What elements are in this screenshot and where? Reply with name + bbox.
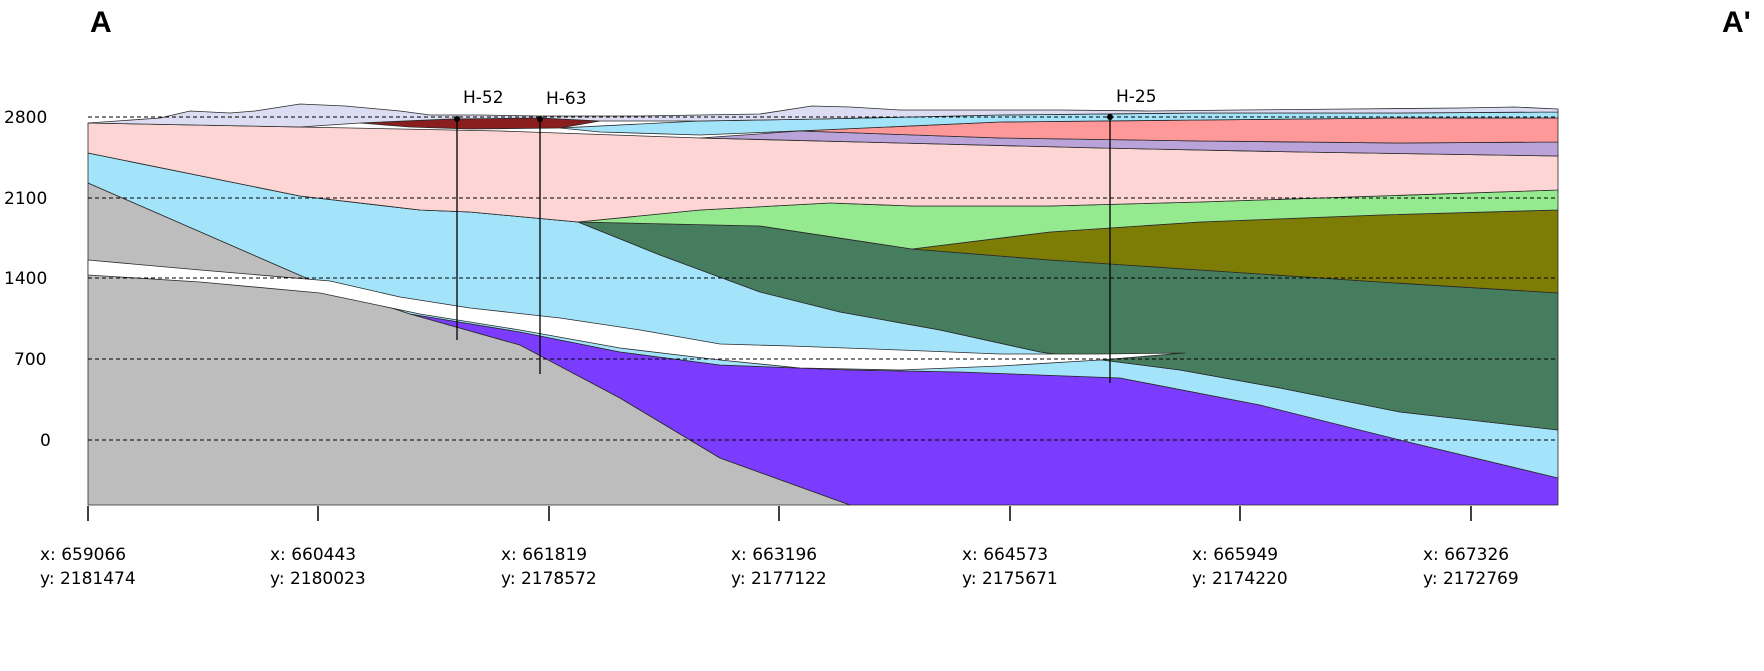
coord-y-7: y: 2172769: [1423, 569, 1519, 589]
elevation-label-0: 0: [40, 431, 51, 451]
coord-y-5: y: 2175671: [962, 569, 1058, 589]
coord-x-1: x: 659066: [40, 545, 126, 565]
coord-x-2: x: 660443: [270, 545, 356, 565]
coord-x-5: x: 664573: [962, 545, 1048, 565]
coordinate-labels: x: 659066 y: 2181474 x: 660443 y: 218002…: [40, 545, 1519, 589]
elevation-label-700: 700: [14, 350, 46, 370]
elevation-label-1400: 1400: [4, 269, 47, 289]
coord-y-2: y: 2180023: [270, 569, 366, 589]
elevation-label-2100: 2100: [4, 189, 47, 209]
coord-y-3: y: 2178572: [501, 569, 597, 589]
elevation-gridlines: [88, 116, 1558, 441]
coord-y-4: y: 2177122: [731, 569, 827, 589]
well-marker-h25: [1107, 114, 1113, 120]
coord-x-3: x: 661819: [501, 545, 587, 565]
geologic-units: [87, 103, 1559, 506]
elevation-label-2800: 2800: [4, 108, 47, 128]
well-marker-h52: [454, 116, 460, 122]
well-label-h52: H-52: [463, 88, 504, 108]
horizontal-axis: [87, 506, 1472, 521]
section-start-label: A: [90, 6, 112, 39]
elevation-axis: 2800 2100 1400 700 0: [4, 108, 51, 451]
wells: H-52 H-63 H-25: [454, 87, 1157, 383]
well-marker-h63: [537, 116, 543, 122]
coord-x-4: x: 663196: [731, 545, 817, 565]
coord-x-7: x: 667326: [1423, 545, 1509, 565]
coord-y-1: y: 2181474: [40, 569, 136, 589]
well-label-h63: H-63: [546, 89, 587, 109]
well-label-h25: H-25: [1116, 87, 1157, 107]
coord-y-6: y: 2174220: [1192, 569, 1288, 589]
section-end-label: A': [1722, 6, 1751, 39]
unit-surface: [87, 103, 1559, 128]
coord-x-6: x: 665949: [1192, 545, 1278, 565]
